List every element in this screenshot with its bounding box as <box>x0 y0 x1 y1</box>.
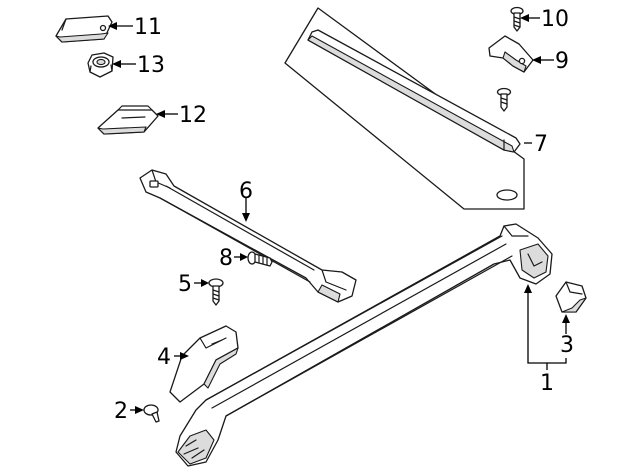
part-3-cap <box>555 281 587 313</box>
callout-labels: 11 13 12 10 9 7 6 8 5 4 2 3 1 <box>114 7 574 424</box>
part-13-nut <box>87 52 114 78</box>
panel-screw <box>496 87 512 112</box>
callout-1: 1 <box>540 371 554 396</box>
part-8-bolt <box>247 251 273 267</box>
callout-10: 10 <box>541 7 569 32</box>
callout-2: 2 <box>114 399 128 424</box>
part-11-clip <box>55 15 113 43</box>
callout-3: 3 <box>560 333 574 358</box>
part-10-screw <box>510 6 524 32</box>
callout-8: 8 <box>219 246 233 271</box>
callout-4: 4 <box>157 345 171 370</box>
part-4-end-cover <box>169 325 239 403</box>
leader-lines <box>108 14 570 414</box>
callout-11: 11 <box>134 15 162 40</box>
callout-7: 7 <box>534 132 548 157</box>
part-12-pad <box>97 105 159 135</box>
part-9-bracket <box>488 35 534 73</box>
part-1-side-rail <box>175 223 553 467</box>
callout-9: 9 <box>555 49 569 74</box>
callout-6: 6 <box>239 179 253 204</box>
callout-12: 12 <box>179 103 207 128</box>
callout-13: 13 <box>137 53 165 78</box>
part-6-crossbar <box>139 169 357 303</box>
callout-5: 5 <box>178 272 192 297</box>
part-2-pin <box>143 404 160 423</box>
part-5-screw <box>208 278 224 306</box>
part-7-deflector <box>284 7 525 210</box>
